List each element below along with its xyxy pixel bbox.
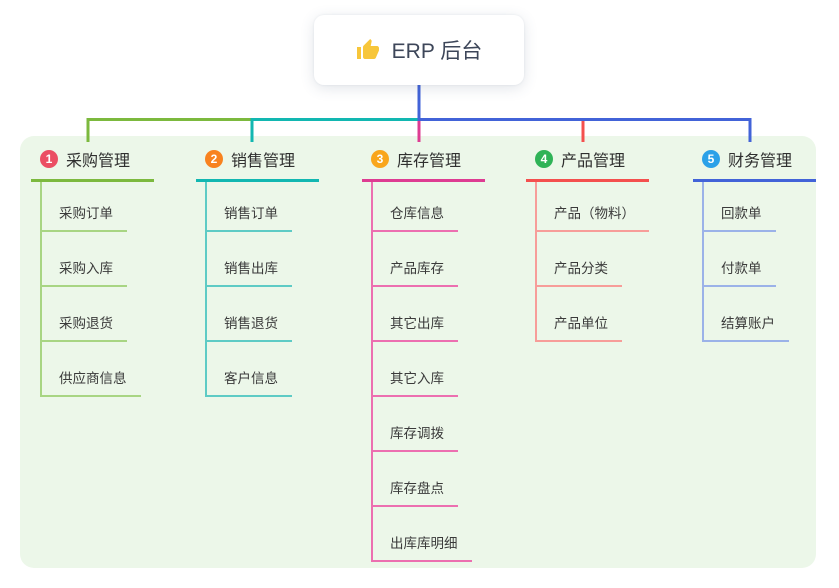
- branch-label: 产品管理: [561, 153, 626, 170]
- branch-node[interactable]: 4 产品管理: [526, 147, 650, 182]
- branch-number-badge: 5: [702, 150, 720, 168]
- child-node[interactable]: 其它出库: [373, 287, 458, 342]
- branch-label: 库存管理: [397, 153, 462, 170]
- branch-5: 5 财务管理回款单付款单结算账户: [693, 147, 817, 342]
- child-label: 其它入库: [390, 371, 444, 386]
- branch-children: 销售订单销售出库销售退货客户信息: [205, 182, 292, 397]
- branch-4: 4 产品管理产品（物料） 产品分类产品单位: [526, 147, 650, 342]
- child-node[interactable]: 客户信息: [207, 342, 292, 397]
- child-label: 回款单: [721, 206, 762, 221]
- child-label: 仓库信息: [390, 206, 444, 221]
- branch-node[interactable]: 5 财务管理: [693, 147, 817, 182]
- child-label: 采购订单: [59, 206, 113, 221]
- branch-number-badge: 3: [371, 150, 389, 168]
- branch-children: 产品（物料） 产品分类产品单位: [535, 182, 649, 342]
- child-label: 库存盘点: [390, 481, 444, 496]
- child-label: 采购入库: [59, 261, 113, 276]
- child-label: 出库库明细: [390, 536, 458, 551]
- connector-branch-4: [417, 84, 585, 142]
- branch-2: 2 销售管理销售订单销售出库销售退货客户信息: [196, 147, 320, 397]
- child-label: 销售订单: [224, 206, 278, 221]
- child-label: 客户信息: [224, 371, 278, 386]
- child-label: 供应商信息: [59, 371, 127, 386]
- child-label: 产品单位: [554, 316, 608, 331]
- child-label: 结算账户: [721, 316, 775, 331]
- child-node[interactable]: 产品分类: [537, 232, 622, 287]
- child-node[interactable]: 其它入库: [373, 342, 458, 397]
- child-label: 其它出库: [390, 316, 444, 331]
- child-node[interactable]: 结算账户: [704, 287, 789, 342]
- branch-children: 仓库信息产品库存其它出库其它入库库存调拨库存盘点出库库明细: [371, 182, 472, 562]
- child-label: 销售出库: [224, 261, 278, 276]
- child-node[interactable]: 回款单: [704, 182, 776, 232]
- branch-node[interactable]: 3 库存管理: [362, 147, 486, 182]
- branch-number-badge: 4: [535, 150, 553, 168]
- branch-children: 采购订单采购入库采购退货供应商信息: [40, 182, 141, 397]
- branch-label: 财务管理: [728, 153, 793, 170]
- child-node[interactable]: 库存盘点: [373, 452, 458, 507]
- branch-node[interactable]: 2 销售管理: [196, 147, 320, 182]
- child-node[interactable]: 采购退货: [42, 287, 127, 342]
- child-node[interactable]: 付款单: [704, 232, 776, 287]
- connector-branch-5: [417, 84, 752, 142]
- branch-number-badge: 1: [40, 150, 58, 168]
- child-node[interactable]: 供应商信息: [42, 342, 141, 397]
- thumbs-up-icon: [356, 38, 380, 62]
- child-node[interactable]: 出库库明细: [373, 507, 472, 562]
- connector-branch-2: [250, 84, 421, 142]
- child-node[interactable]: 销售退货: [207, 287, 292, 342]
- child-label: 付款单: [721, 261, 762, 276]
- child-node[interactable]: 销售订单: [207, 182, 292, 232]
- branch-children: 回款单付款单结算账户: [702, 182, 789, 342]
- branch-label: 采购管理: [66, 153, 131, 170]
- branch-number-badge: 2: [205, 150, 223, 168]
- branch-3: 3 库存管理仓库信息产品库存其它出库其它入库库存调拨库存盘点出库库明细: [362, 147, 486, 562]
- root-title: ERP 后台: [391, 40, 483, 63]
- child-label: 库存调拨: [390, 426, 444, 441]
- child-node[interactable]: 仓库信息: [373, 182, 458, 232]
- child-node[interactable]: 库存调拨: [373, 397, 458, 452]
- branches-panel: [20, 136, 816, 568]
- child-node[interactable]: 产品库存: [373, 232, 458, 287]
- connector-branch-1: [86, 84, 421, 142]
- branch-1: 1 采购管理采购订单采购入库采购退货供应商信息: [31, 147, 155, 397]
- branch-node[interactable]: 1 采购管理: [31, 147, 155, 182]
- child-label: 采购退货: [59, 316, 113, 331]
- child-label: 产品库存: [390, 261, 444, 276]
- child-node[interactable]: 采购入库: [42, 232, 127, 287]
- root-node[interactable]: ERP 后台: [314, 15, 524, 85]
- branch-label: 销售管理: [231, 153, 296, 170]
- child-node[interactable]: 采购订单: [42, 182, 127, 232]
- child-node[interactable]: 销售出库: [207, 232, 292, 287]
- child-node[interactable]: 产品（物料）: [537, 182, 649, 232]
- child-label: 产品分类: [554, 261, 608, 276]
- child-node[interactable]: 产品单位: [537, 287, 622, 342]
- child-label: 产品（物料）: [554, 206, 635, 221]
- child-label: 销售退货: [224, 316, 278, 331]
